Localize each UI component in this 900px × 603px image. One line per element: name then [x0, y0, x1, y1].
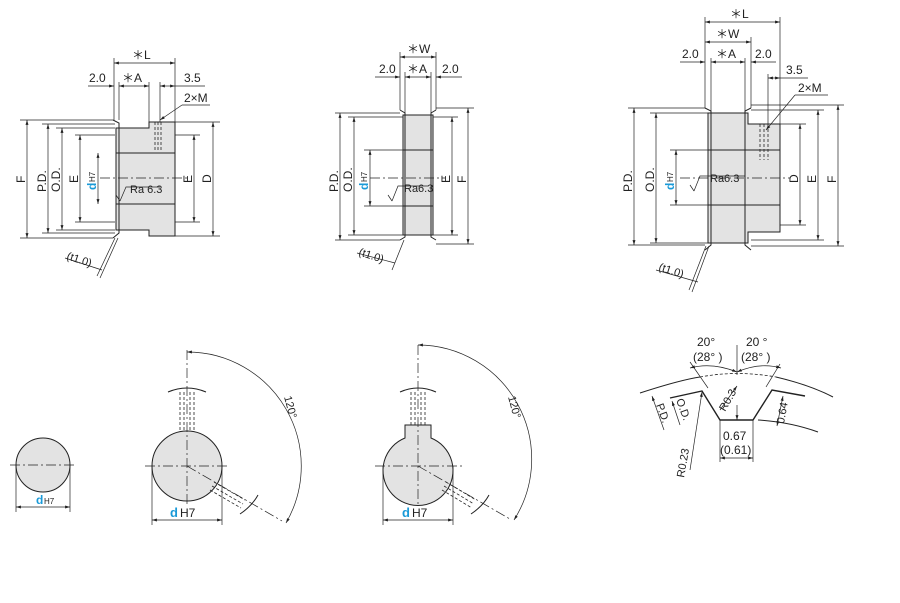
view2-h7-label: H7	[360, 171, 369, 182]
view1-body	[115, 121, 176, 237]
view2-F-label: F	[455, 176, 469, 183]
view2-PD-label: P.D.	[327, 170, 341, 192]
view2-A-label: ＊A	[407, 62, 427, 76]
view1-d-label: d	[85, 183, 99, 190]
view2-thickness-label: (t1.0)	[357, 246, 385, 265]
view3-PD-label: P.D.	[621, 170, 635, 192]
view3-W-label: ＊W	[716, 27, 740, 41]
view1-PD-label: P.D.	[35, 170, 49, 192]
bore3-angle-label: 120°	[505, 395, 522, 420]
view1-roughness-label: Ra 6.3	[130, 184, 162, 196]
view1-E-right-label: E	[181, 175, 195, 183]
view2-right-label: 2.0	[442, 62, 459, 76]
tooth-angle-right-alt-label: (28° )	[741, 350, 770, 364]
view1-left-label: 2.0	[89, 71, 106, 85]
view1-E-left-label: E	[67, 175, 81, 183]
tooth-angle-left-alt-label: (28° )	[693, 350, 722, 364]
view2-body	[402, 114, 434, 236]
bore2-h7-label: H7	[180, 506, 196, 520]
view1-D-label: D	[200, 174, 214, 183]
view1-A-label: ＊A	[122, 71, 142, 85]
view3-hub-label: 3.5	[786, 63, 803, 77]
view3-M-label: 2×M	[798, 81, 822, 95]
view2-roughness-label: Ra6.3	[404, 183, 433, 195]
tooth-r-root-label: R0.23	[675, 448, 692, 479]
view3-h7-label: H7	[666, 171, 675, 182]
view1-L-label: ＊L	[132, 48, 151, 62]
bore1-h7-label: H7	[44, 497, 55, 506]
bore3-d-label: d	[402, 505, 410, 520]
view2-W-label: ＊W	[407, 42, 431, 56]
view3-right-label: 2.0	[755, 47, 772, 61]
view3-L-label: ＊L	[730, 7, 749, 21]
view1-h7-label: H7	[88, 171, 97, 182]
view2-E-label: E	[439, 175, 453, 183]
tooth-width-alt-label: (0.61)	[720, 443, 751, 457]
view3-d-label: d	[663, 183, 677, 190]
tooth-profile-detail: 20° (28° ) 20 ° (28° ) R0.3 P.D. O.D. 0.…	[639, 335, 834, 479]
bore2-angle-label: 120°	[281, 395, 298, 420]
bore2-set-screws: d H7 120°	[145, 350, 302, 525]
view3-F-label: F	[825, 176, 839, 183]
tooth-depth-label: 0.64	[775, 401, 791, 424]
view3-A-label: ＊A	[716, 47, 736, 61]
view1-F-label: F	[14, 176, 28, 183]
view2-side-section: ＊W 2.0 ＊A 2.0 P.D. O.D. d H7 Ra6.3 E F (…	[327, 42, 474, 271]
tooth-angle-left-label: 20°	[697, 335, 715, 349]
bore2-d-label: d	[170, 505, 178, 520]
tooth-od-label: O.D.	[673, 397, 692, 422]
view2-left-label: 2.0	[379, 62, 396, 76]
view1-side-section: ＊L 2.0 ＊A 3.5 2×M F P.D. O.D. E d H7 Ra …	[14, 48, 220, 279]
tooth-width-label: 0.67	[723, 429, 747, 443]
bore3-h7-label: H7	[412, 506, 428, 520]
view3-roughness-label: Ra6.3	[710, 173, 739, 185]
view1-right-label: 3.5	[184, 71, 201, 85]
view3-D-label: D	[787, 174, 801, 183]
view3-E-label: E	[805, 175, 819, 183]
view3-OD-label: O.D.	[643, 167, 657, 192]
view2-OD-label: O.D.	[341, 167, 355, 192]
view3-side-section: ＊L ＊W 2.0 ＊A 2.0 3.5 2×M P.D. O.D. d H7 …	[621, 7, 844, 293]
view1-thickness-label: (t1.0)	[65, 250, 93, 269]
view3-left-label: 2.0	[682, 47, 699, 61]
tooth-pd-label: P.D.	[653, 402, 671, 425]
view3-thickness-label: (t1.0)	[657, 261, 685, 280]
bore1-round: d H7	[10, 437, 76, 512]
view1-M-label: 2×M	[184, 91, 208, 105]
view2-d-label: d	[357, 183, 371, 190]
bore3-keyway: d H7 120°	[375, 343, 532, 525]
view1-OD-label: O.D.	[49, 167, 63, 192]
tooth-r-top-label: R0.3	[717, 387, 739, 413]
tooth-angle-right-label: 20 °	[746, 335, 768, 349]
bore1-d-label: d	[36, 493, 43, 507]
